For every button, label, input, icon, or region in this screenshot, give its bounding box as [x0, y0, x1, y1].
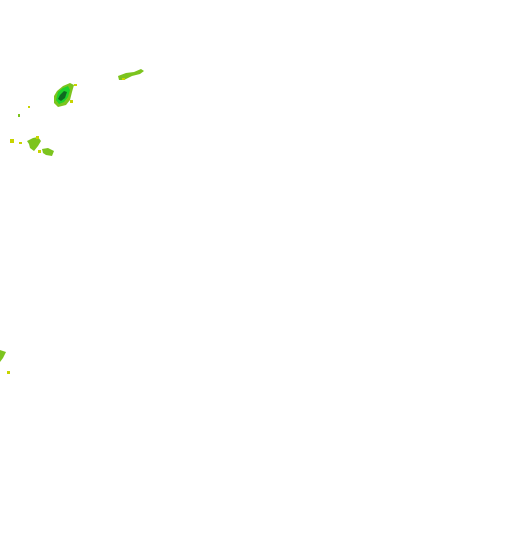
precip-speck: [19, 142, 22, 144]
precip-cell-west: [10, 136, 54, 156]
precip-speck: [7, 371, 10, 374]
precip-area-moderate: [118, 69, 144, 80]
precip-cell-north: [18, 83, 77, 117]
precip-speck: [122, 78, 125, 80]
precip-speck: [28, 106, 30, 108]
precip-speck: [10, 139, 14, 143]
precip-area-intense: [58, 91, 67, 101]
precip-speck: [74, 84, 77, 86]
precip-cell-southwest: [0, 350, 10, 374]
precip-cell-streak: [118, 69, 144, 80]
precip-speck: [18, 114, 20, 117]
precip-speck: [36, 136, 39, 139]
precip-speck: [38, 150, 41, 153]
precip-area-moderate: [0, 350, 6, 362]
precip-speck: [70, 100, 73, 103]
precip-area-moderate: [27, 137, 41, 151]
precip-area-moderate: [42, 148, 54, 156]
